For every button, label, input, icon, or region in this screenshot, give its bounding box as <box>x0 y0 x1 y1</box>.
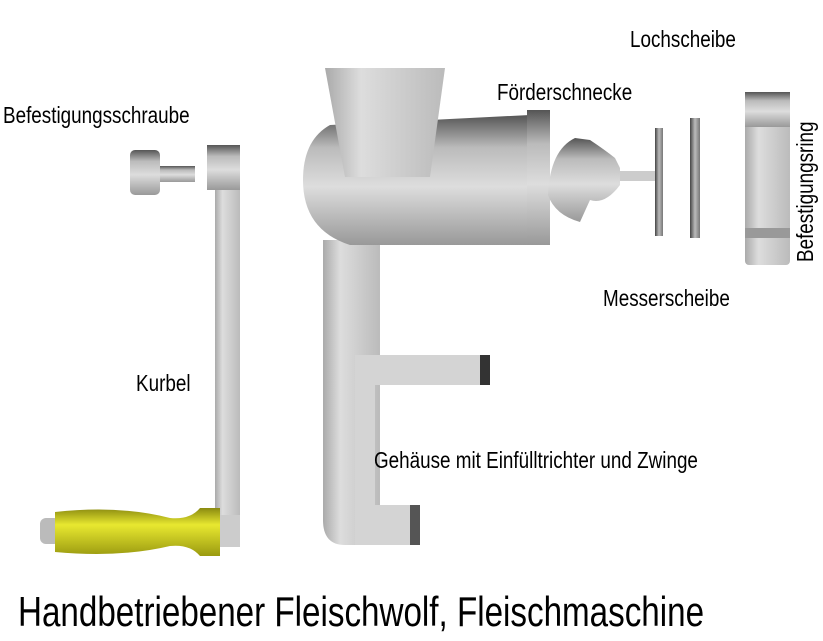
foerderschnecke-part <box>548 138 660 222</box>
label-kurbel: Kurbel <box>136 370 191 396</box>
diagram-title: Handbetriebener Fleischwolf, Fleischmasc… <box>18 588 705 635</box>
befestigungsschraube-part <box>130 150 195 195</box>
label-gehaeuse: Gehäuse mit Einfülltrichter und Zwinge <box>374 447 698 473</box>
label-foerderschnecke: Förderschnecke <box>497 79 633 105</box>
messerscheibe-part <box>655 128 663 236</box>
kurbel-part <box>207 145 240 547</box>
lochscheibe-part <box>690 118 700 238</box>
handle-part <box>40 508 220 556</box>
befestigungsring-part <box>745 92 790 265</box>
label-lochscheibe: Lochscheibe <box>630 26 736 52</box>
gehaeuse-part <box>303 68 550 545</box>
label-befestigungsring: Befestigungsring <box>792 121 818 262</box>
label-messerscheibe: Messerscheibe <box>603 285 730 311</box>
label-befestigungsschraube: Befestigungsschraube <box>3 102 190 128</box>
